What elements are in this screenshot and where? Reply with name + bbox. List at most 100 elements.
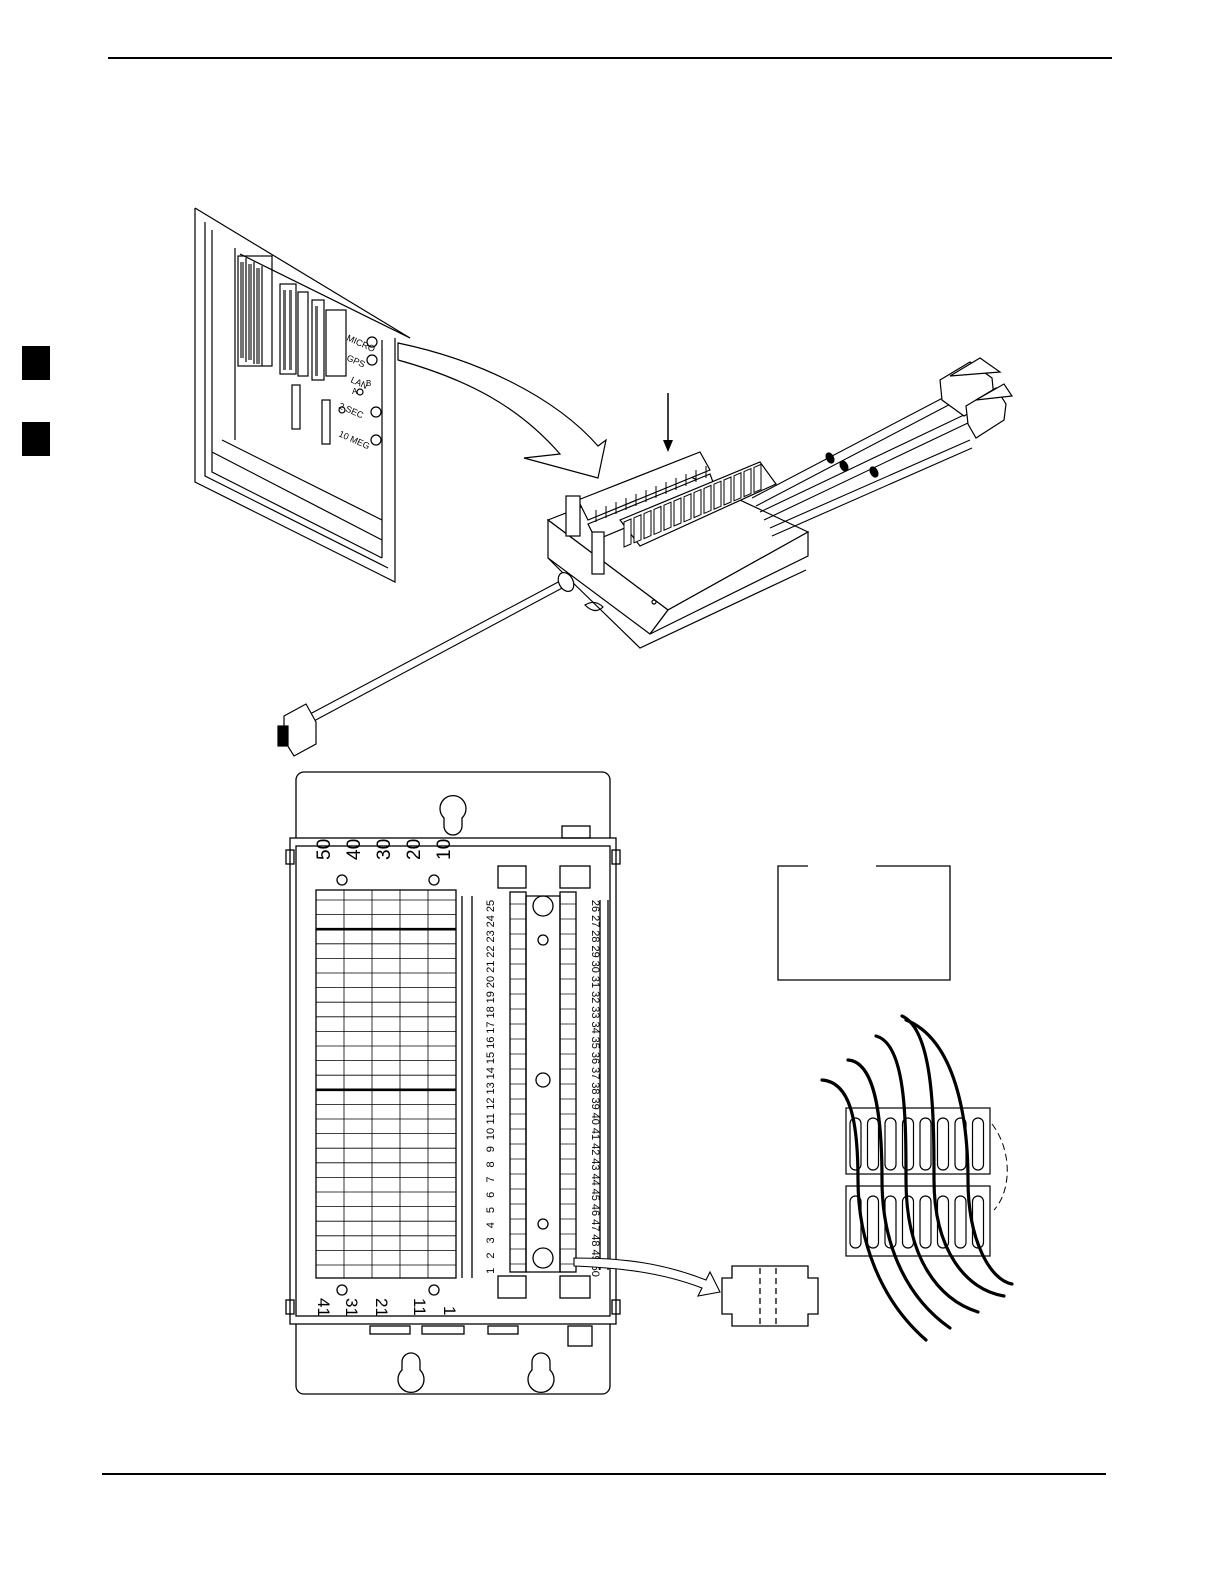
wire-slot	[938, 1118, 949, 1170]
pointer-arrow-head	[663, 440, 673, 452]
left-column-number: 3	[485, 1237, 497, 1243]
left-column-number: 12	[485, 1097, 497, 1109]
top-number-40: 40	[344, 839, 365, 860]
left-column-number: 24	[485, 915, 497, 927]
left-column-number: 17	[485, 1021, 497, 1033]
clip-tooth	[734, 473, 741, 501]
right-column-number: 30	[589, 961, 601, 973]
left-column-number: 18	[485, 1006, 497, 1018]
left-column-number: 13	[485, 1082, 497, 1094]
clip-tooth	[644, 511, 651, 539]
left-column-number: 1	[485, 1268, 497, 1274]
bottom-number-31: 31	[342, 1298, 361, 1317]
cables-to-connectors	[752, 390, 972, 536]
left-column-number: 4	[485, 1222, 497, 1228]
bottom-number-41: 41	[314, 1298, 333, 1317]
right-column-number: 40	[589, 1113, 601, 1125]
wiring-detail	[822, 1016, 1012, 1340]
punch-block-front-view	[286, 772, 620, 1394]
right-column-number: 48	[589, 1234, 601, 1246]
punch-block-isometric	[548, 452, 808, 648]
bottom-number-11: 11	[410, 1298, 429, 1316]
wire-slot	[955, 1196, 966, 1248]
left-column-number: 23	[485, 930, 497, 942]
right-column-number: 42	[589, 1143, 601, 1155]
right-column-number: 39	[589, 1097, 601, 1109]
bottom-number-1: 1	[440, 1306, 459, 1315]
left-column-number: 22	[485, 945, 497, 957]
top-number-20: 20	[404, 839, 425, 860]
cabinet-frame	[195, 208, 410, 582]
right-column-number: 47	[589, 1219, 601, 1231]
left-column-number: 7	[485, 1177, 497, 1183]
left-column-number: 21	[485, 961, 497, 973]
top-number-10: 10	[434, 839, 455, 860]
clip-tooth	[654, 506, 661, 534]
right-column-number: 38	[589, 1082, 601, 1094]
right-column-number: 32	[589, 991, 601, 1003]
left-column-number: 25	[485, 900, 497, 912]
right-column-number: 36	[589, 1052, 601, 1064]
left-column-number: 5	[485, 1207, 497, 1213]
left-column-number: 19	[485, 991, 497, 1003]
right-column-number: 34	[589, 1021, 601, 1033]
wire-slot	[973, 1118, 984, 1170]
clip-tooth	[754, 464, 761, 492]
wire-slot	[885, 1118, 896, 1170]
right-column-number: 29	[589, 945, 601, 957]
clip-tooth	[624, 519, 631, 547]
clip-tooth	[674, 498, 681, 526]
left-column-number: 9	[485, 1146, 497, 1152]
right-column-number: 27	[589, 915, 601, 927]
left-column-number: 6	[485, 1192, 497, 1198]
clip-tooth	[634, 515, 641, 543]
clip-tooth	[684, 494, 691, 522]
left-column-number: 2	[485, 1253, 497, 1259]
right-column-number: 26	[589, 900, 601, 912]
callout-arrow-cabinet	[398, 343, 606, 478]
left-column-number: 8	[485, 1161, 497, 1167]
left-column-number: 20	[485, 976, 497, 988]
bottom-number-21: 21	[372, 1298, 391, 1317]
left-column-number: 16	[485, 1037, 497, 1049]
left-connector	[278, 704, 316, 756]
right-column-number: 31	[589, 976, 601, 988]
wire-slot	[868, 1118, 879, 1170]
label-gps: GPS	[345, 353, 366, 370]
panel-labels: MICRO GPS LAN A B 2 SEC 10 MEG	[337, 333, 376, 452]
left-column-number: 14	[485, 1067, 497, 1079]
left-column-number: 10	[485, 1128, 497, 1140]
label-micro: MICRO	[345, 333, 376, 354]
section-tab-1	[22, 346, 50, 380]
right-column-numbers: 2627282930313233343536373839404142434445…	[589, 900, 601, 1277]
blank-label-box	[778, 866, 950, 980]
right-column-number: 35	[589, 1037, 601, 1049]
clip-tooth	[724, 477, 731, 505]
right-column-number: 46	[589, 1204, 601, 1216]
top-number-30: 30	[374, 839, 395, 860]
wire-slot	[868, 1196, 879, 1248]
right-column-number: 44	[589, 1173, 601, 1185]
wire-slot	[920, 1118, 931, 1170]
right-column-number: 33	[589, 1006, 601, 1018]
right-column-number: 43	[589, 1158, 601, 1170]
label-lan-b: B	[366, 379, 371, 388]
clip-tooth	[694, 490, 701, 518]
wire-slot	[920, 1196, 931, 1248]
d-sub-connectors	[940, 358, 1012, 438]
clip-tooth	[704, 485, 711, 513]
right-column-number: 45	[589, 1189, 601, 1201]
top-number-50: 50	[314, 839, 335, 860]
card-rack-pins	[240, 262, 318, 376]
label-lan-a: A	[352, 387, 358, 396]
single-clip-detail	[722, 1266, 818, 1326]
bracket-dashes	[992, 1124, 1007, 1210]
left-column-number: 15	[485, 1052, 497, 1064]
clip-tooth	[744, 469, 751, 497]
label-2-sec: 2 SEC	[337, 401, 365, 421]
right-column-number: 28	[589, 930, 601, 942]
cable-to-left-connector	[310, 580, 566, 722]
section-tab-2	[22, 422, 50, 456]
clip-tooth	[664, 502, 671, 530]
